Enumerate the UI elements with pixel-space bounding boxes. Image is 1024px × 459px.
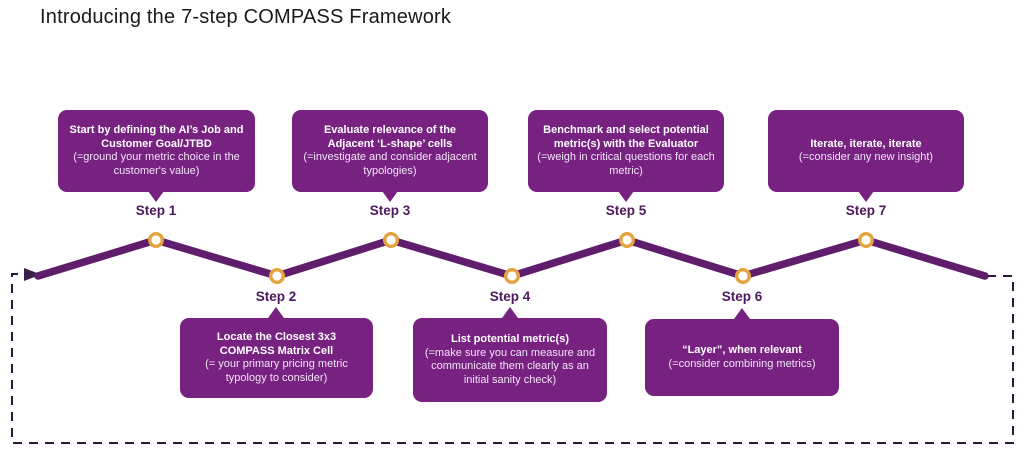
step-2-node-icon [269, 268, 286, 285]
step-6-box-pointer [734, 308, 750, 319]
step-4-subtitle: (=make sure you can measure and communic… [424, 346, 596, 386]
step-6-title: “Layer”, when relevant [682, 344, 802, 356]
step-7-subtitle: (=consider any new insight) [798, 151, 934, 163]
step-3-title: Evaluate relevance of the Adjacent ‘L-sh… [323, 124, 457, 150]
step-3-label: Step 3 [369, 203, 411, 218]
step-3-box: Evaluate relevance of the Adjacent ‘L-sh… [292, 110, 488, 192]
step-2-subtitle: (= your primary pricing metric typology … [205, 358, 348, 384]
step-1-title: Start by defining the AI’s Job and Custo… [69, 124, 244, 150]
step-2-title: Locate the Closest 3x3 COMPASS Matrix Ce… [216, 331, 337, 357]
step-4-title: List potential metric(s) [451, 333, 569, 345]
step-7-label: Step 7 [845, 203, 887, 218]
step-1-subtitle: (=ground your metric choice in the custo… [73, 151, 240, 177]
step-5-box-pointer [618, 191, 634, 202]
step-5-node-icon [619, 231, 636, 248]
step-2-box: Locate the Closest 3x3 COMPASS Matrix Ce… [180, 318, 373, 398]
step-6-node-icon [735, 268, 752, 285]
step-5-subtitle: (=weigh in critical questions for each m… [537, 151, 715, 177]
step-2-label: Step 2 [255, 289, 297, 304]
step-6-label: Step 6 [721, 289, 763, 304]
step-1-label: Step 1 [135, 203, 177, 218]
step-5-label: Step 5 [605, 203, 647, 218]
step-1-box-pointer [148, 191, 164, 202]
step-3-subtitle: (=investigate and consider adjacent typo… [303, 151, 477, 177]
step-6-box: “Layer”, when relevant (=consider combin… [645, 319, 839, 396]
step-4-box-pointer [502, 307, 518, 318]
step-2-box-pointer [268, 307, 284, 318]
loop-dashed-border [11, 273, 1014, 444]
step-5-box: Benchmark and select potential metric(s)… [528, 110, 724, 192]
flow-arrow-icon [24, 268, 41, 281]
page-title: Introducing the 7-step COMPASS Framework [40, 6, 452, 28]
step-7-box: Iterate, iterate, iterate (=consider any… [768, 110, 964, 192]
step-4-label: Step 4 [489, 289, 531, 304]
step-7-title: Iterate, iterate, iterate [810, 137, 922, 150]
step-1-node-icon [147, 231, 164, 248]
step-3-node-icon [383, 231, 400, 248]
step-3-box-pointer [382, 191, 398, 202]
step-7-box-pointer [858, 191, 874, 202]
step-1-box: Start by defining the AI’s Job and Custo… [58, 110, 255, 192]
step-5-title: Benchmark and select potential metric(s)… [543, 124, 709, 150]
step-4-box: List potential metric(s) (=make sure you… [413, 318, 607, 402]
step-6-subtitle: (=consider combining metrics) [668, 357, 816, 370]
step-4-node-icon [504, 268, 521, 285]
step-7-node-icon [858, 231, 875, 248]
